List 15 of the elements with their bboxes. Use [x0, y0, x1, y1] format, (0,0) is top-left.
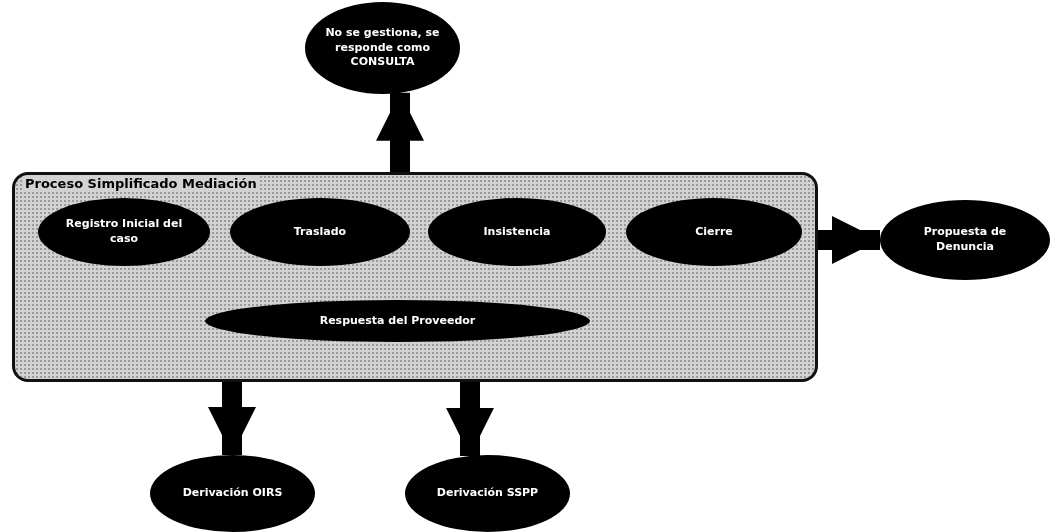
process-ellipse: Respuesta del Proveedor: [205, 300, 590, 342]
process-ellipse: No se gestiona, se responde como CONSULTA: [305, 2, 460, 94]
process-ellipse: Derivación OIRS: [150, 455, 315, 532]
block-arrow: [446, 382, 494, 456]
process-ellipse: Registro Inicial del caso: [38, 198, 210, 266]
process-container: [12, 172, 818, 382]
block-arrow: [208, 382, 256, 455]
process-ellipse: Traslado: [230, 198, 410, 266]
process-ellipse: Insistencia: [428, 198, 606, 266]
container-title: Proceso Simplificado Mediación: [23, 176, 259, 192]
process-ellipse: Cierre: [626, 198, 802, 266]
process-ellipse: Propuesta de Denuncia: [880, 200, 1050, 280]
block-arrow: [376, 92, 424, 172]
process-ellipse: Derivación SSPP: [405, 455, 570, 532]
block-arrow: [818, 216, 880, 264]
